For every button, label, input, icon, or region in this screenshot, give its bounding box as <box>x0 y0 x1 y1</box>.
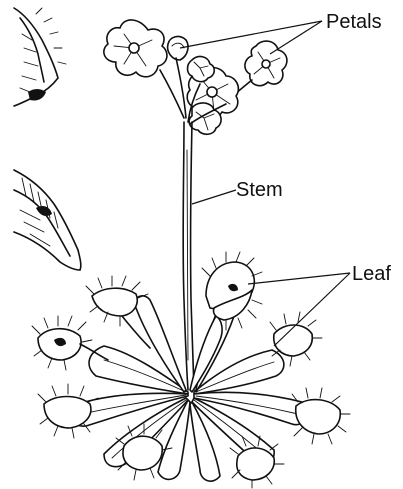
annotation-stem: Stem <box>192 179 283 204</box>
leaf-label: Leaf <box>352 263 391 285</box>
trap-lower-left <box>38 384 98 438</box>
cropped-trap-fragment-middle <box>14 170 81 270</box>
petals-label: Petals <box>326 11 382 33</box>
trap-upper-right <box>202 252 262 330</box>
cropped-trap-fragment-top <box>14 8 66 106</box>
leaf-leader-upper <box>248 273 350 284</box>
flower-cluster <box>104 20 287 134</box>
stem-label: Stem <box>236 179 283 201</box>
trap-right <box>292 388 350 444</box>
stem-leader <box>192 190 236 204</box>
stem <box>183 122 194 390</box>
flower-bud <box>168 37 188 60</box>
annotation-petals: Petals <box>180 11 382 54</box>
flower-main <box>104 20 167 77</box>
annotation-leaf: Leaf <box>248 263 391 346</box>
